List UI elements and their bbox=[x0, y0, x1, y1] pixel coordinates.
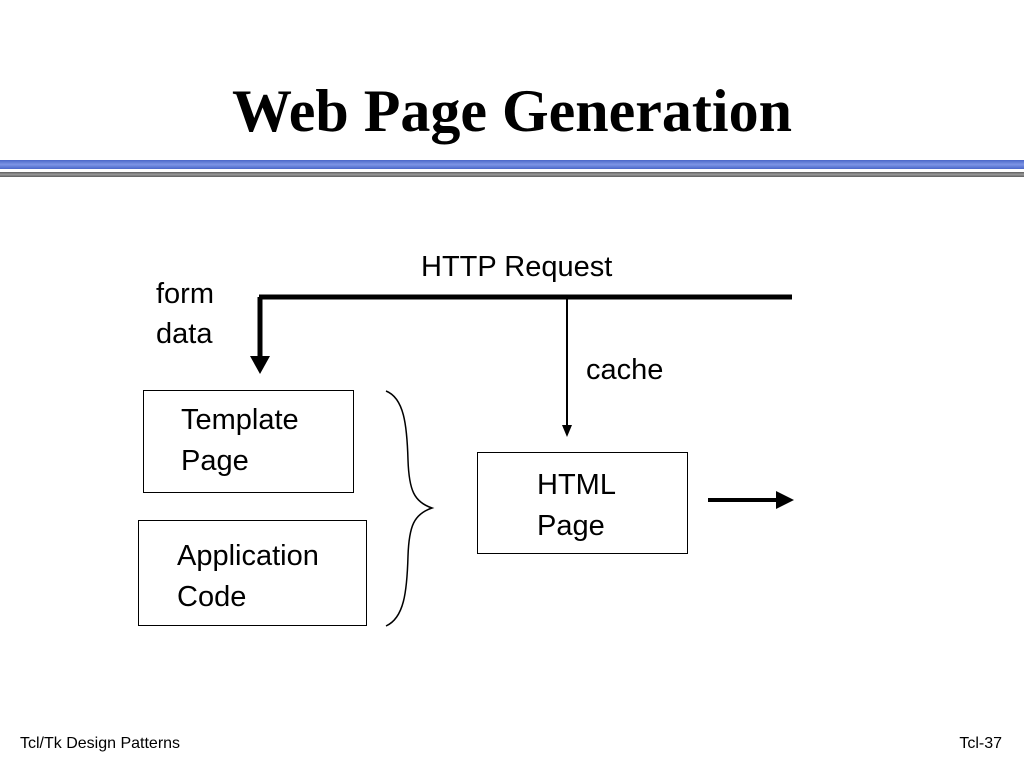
footer-course-title: Tcl/Tk Design Patterns bbox=[20, 735, 181, 752]
title-divider-gray bbox=[0, 172, 1024, 177]
footer-slide-number: Tcl-37 bbox=[959, 735, 1002, 752]
html-page-label: HTML Page bbox=[537, 469, 616, 542]
slide-title: Web Page Generation bbox=[232, 78, 792, 144]
grouping-brace bbox=[385, 390, 435, 627]
application-code-box: Application Code bbox=[138, 520, 367, 626]
form-data-arrowhead bbox=[250, 356, 270, 374]
form-data-label: form data bbox=[156, 278, 214, 350]
html-page-box: HTML Page bbox=[477, 452, 688, 554]
application-code-label: Application Code bbox=[177, 540, 319, 613]
title-divider-blue bbox=[0, 160, 1024, 169]
template-page-box: Template Page bbox=[143, 390, 354, 493]
cache-arrowhead bbox=[562, 425, 572, 437]
template-page-label: Template Page bbox=[181, 404, 299, 477]
output-arrowhead bbox=[776, 491, 794, 509]
cache-label: cache bbox=[586, 354, 664, 386]
http-request-label: HTTP Request bbox=[421, 251, 613, 283]
